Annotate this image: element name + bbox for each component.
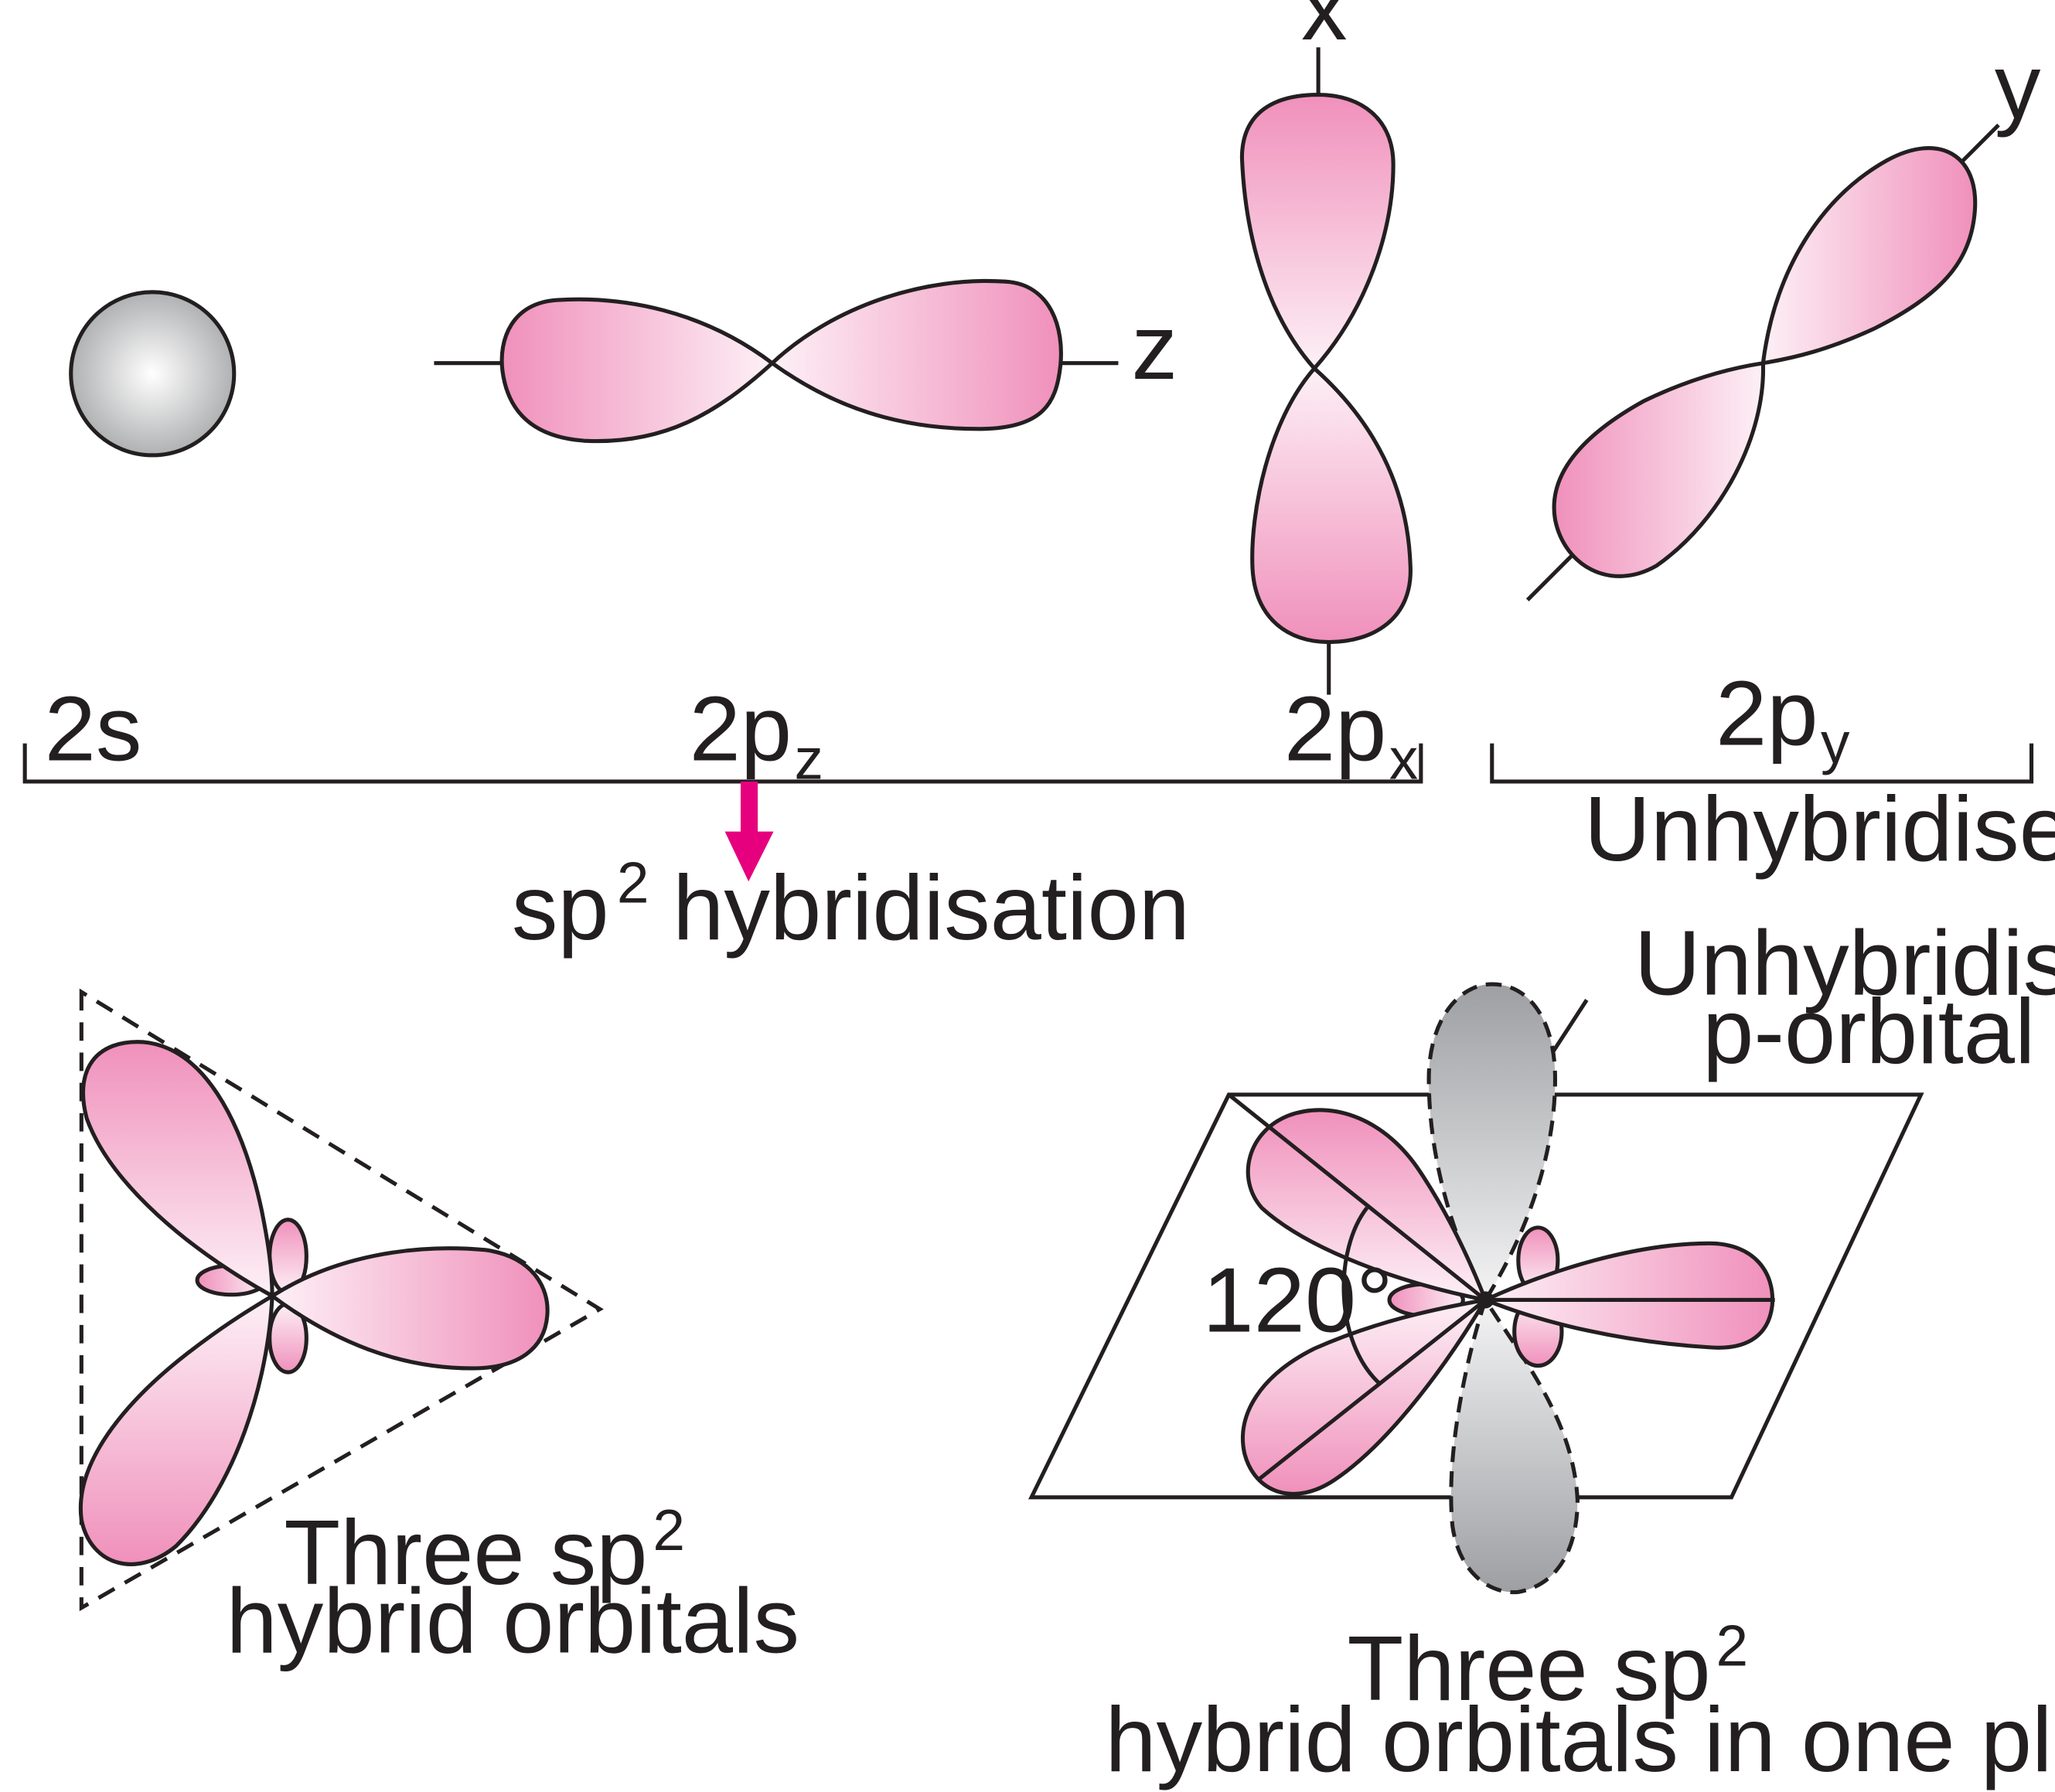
label-2s: 2s: [45, 678, 142, 781]
px-upper-lobe: [1239, 92, 1396, 372]
p-orbital-lower-lobe: [1449, 1295, 1580, 1595]
right-label-line1: Unhybridised: [1634, 912, 2055, 1015]
sp2-planar-group: [1028, 982, 1924, 1595]
unhybridised-label: Unhybridised: [1584, 778, 2055, 881]
right-caption-line2: hybrid orbitals in one plane: [1105, 1688, 2055, 1791]
x-axis-label: x: [1301, 0, 1348, 60]
y-axis-label: y: [1995, 36, 2041, 138]
pz-left-lobe: [499, 297, 775, 444]
px-lower-lobe: [1250, 365, 1413, 645]
sp2-lobe-right: [268, 1246, 550, 1371]
angle-label: 120°: [1202, 1249, 1392, 1351]
z-axis-label: z: [1131, 296, 1177, 399]
py-orbital: [1525, 123, 2000, 601]
angle-arc: [1341, 1206, 1382, 1386]
sp2-lobe-lower-left: [78, 1292, 274, 1566]
dashed-triangle: [79, 988, 604, 1612]
sp2-trigonal-group: [78, 988, 604, 1612]
plane-line-upper-left: [1227, 1092, 1487, 1302]
p-orbital-leader-line: [1550, 999, 1589, 1054]
label-2pz: 2pz: [690, 678, 823, 792]
p-orbital-upper-lobe: [1426, 982, 1558, 1304]
sp2-lobe-upper-left: [81, 1040, 274, 1300]
label-2py: 2py: [1716, 662, 1850, 775]
label-2px: 2px: [1284, 678, 1418, 792]
unhybridised-bracket: [1490, 743, 2034, 784]
hybridisation-arrow: [724, 781, 774, 882]
pz-right-lobe: [768, 278, 1063, 431]
nucleus-dot: [1477, 1291, 1494, 1309]
pz-orbital: [434, 278, 1119, 444]
y-axis-line-bottom: [1525, 548, 1580, 601]
hybridised-bracket: [22, 743, 1423, 784]
plane-line-lower-left: [1256, 1298, 1487, 1482]
py-upper-lobe: [1760, 146, 1978, 366]
py-lower-lobe: [1552, 360, 1765, 578]
left-caption-line2: hybrid orbitals: [227, 1570, 800, 1673]
px-orbital: [1239, 47, 1413, 695]
right-label-line2: p-orbital: [1702, 980, 2035, 1083]
planar-sp2-lobe-right: [1480, 1241, 1775, 1350]
s-orbital-sphere: [69, 290, 237, 458]
